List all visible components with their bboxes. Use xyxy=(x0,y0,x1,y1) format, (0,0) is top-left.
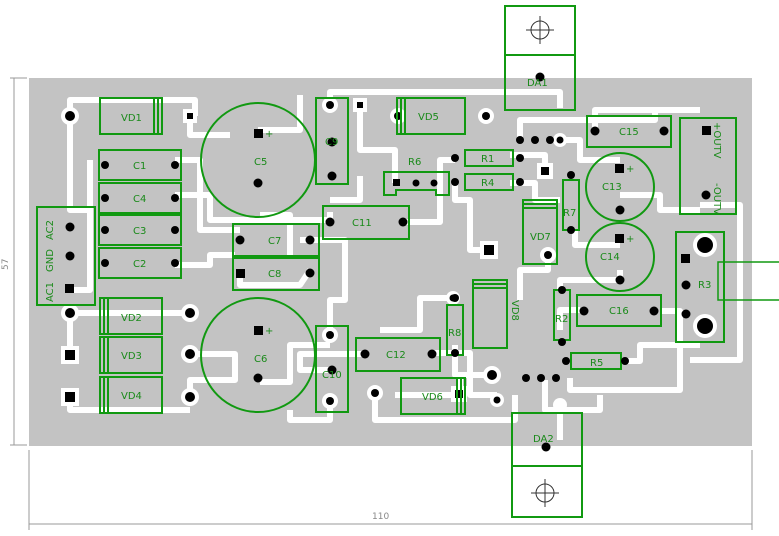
capacitor-c10 xyxy=(315,325,349,413)
label-c2: C2 xyxy=(133,259,146,270)
label-c10: C10 xyxy=(322,370,342,381)
label-c4: C4 xyxy=(133,194,146,205)
component-pads xyxy=(65,72,711,452)
label-c16: C16 xyxy=(609,306,629,317)
mounting-hole-da1 xyxy=(526,16,554,44)
capacitor-c16 xyxy=(576,294,662,327)
capacitor-c1 xyxy=(98,149,182,181)
label-c7: C7 xyxy=(268,236,281,247)
label-c11: C11 xyxy=(352,218,372,229)
capacitor-c11 xyxy=(322,205,410,240)
capacitor-c15 xyxy=(586,115,672,148)
label-r2: R2 xyxy=(555,314,568,325)
label-vd2: VD2 xyxy=(121,313,142,324)
label-r5: R5 xyxy=(590,358,603,369)
label-c1: C1 xyxy=(133,161,146,172)
dimension-lines xyxy=(10,77,753,530)
label-c15: C15 xyxy=(619,127,639,138)
polarity-mark-c13: + xyxy=(626,164,634,175)
label-vd3: VD3 xyxy=(121,351,142,362)
capacitor-c3 xyxy=(98,214,182,246)
height-dimension: 57 xyxy=(1,259,11,270)
label-vd8: VD8 xyxy=(509,300,520,321)
label-vd7: VD7 xyxy=(530,232,551,243)
diode-vd2 xyxy=(99,297,163,335)
label-r3: R3 xyxy=(698,280,711,291)
label-c8: C8 xyxy=(268,269,281,280)
label-r7: R7 xyxy=(563,208,576,219)
polarity-mark-c14: + xyxy=(626,234,634,245)
diode-vd3 xyxy=(99,336,163,374)
capacitor-c4 xyxy=(98,182,182,214)
label-out-minus: -OUTV xyxy=(711,183,722,215)
copper-traces xyxy=(67,89,743,440)
silkscreen-labels: VD1 VD2 VD3 VD4 VD5 VD6 VD7 VD8 C1 C4 C3… xyxy=(45,78,722,445)
label-c3: C3 xyxy=(133,226,146,237)
diode-vd7 xyxy=(522,199,558,265)
capacitor-c7 xyxy=(232,223,320,257)
label-vd6: VD6 xyxy=(422,392,443,403)
label-c6: C6 xyxy=(254,354,267,365)
label-ac1: AC1 xyxy=(45,282,56,302)
capacitor-c13 xyxy=(585,152,655,222)
label-ac2: AC2 xyxy=(45,220,56,240)
polarity-mark-c6: + xyxy=(265,326,273,337)
capacitor-c8 xyxy=(232,257,320,291)
label-r8: R8 xyxy=(448,328,461,339)
label-c12: C12 xyxy=(386,350,406,361)
capacitor-c2 xyxy=(98,247,182,279)
output-connector xyxy=(679,117,737,215)
label-out-plus: +OUTV xyxy=(711,122,722,159)
ac-input-connector xyxy=(36,206,96,306)
label-r4: R4 xyxy=(481,178,494,189)
label-c13: C13 xyxy=(602,182,622,193)
capacitor-c14 xyxy=(585,222,655,292)
label-c9: C9 xyxy=(325,137,338,148)
label-vd4: VD4 xyxy=(121,391,142,402)
polarity-mark-c5: + xyxy=(265,129,273,140)
resistor-r1 xyxy=(464,149,514,167)
diode-vd6 xyxy=(400,377,466,415)
label-vd5: VD5 xyxy=(418,112,439,123)
label-c14: C14 xyxy=(600,252,620,263)
label-da1: DA1 xyxy=(527,78,548,89)
regulator-da1 xyxy=(504,5,576,111)
diode-vd1 xyxy=(99,97,163,135)
diode-vd8 xyxy=(472,279,508,349)
capacitor-c9 xyxy=(315,97,349,185)
width-dimension: 110 xyxy=(372,512,389,522)
diode-vd5 xyxy=(396,97,466,135)
label-vd1: VD1 xyxy=(121,113,142,124)
label-r1: R1 xyxy=(481,154,494,165)
resistor-r4 xyxy=(464,173,514,191)
board-substrate xyxy=(29,78,752,446)
label-gnd: GND xyxy=(45,249,56,272)
label-c5: C5 xyxy=(254,157,267,168)
label-da2: DA2 xyxy=(533,434,554,445)
diode-vd4 xyxy=(99,376,163,414)
capacitor-c12 xyxy=(355,337,441,372)
mounting-hole-da2 xyxy=(531,479,559,507)
trimmer-r6 xyxy=(383,171,450,196)
label-r6: R6 xyxy=(408,157,421,168)
